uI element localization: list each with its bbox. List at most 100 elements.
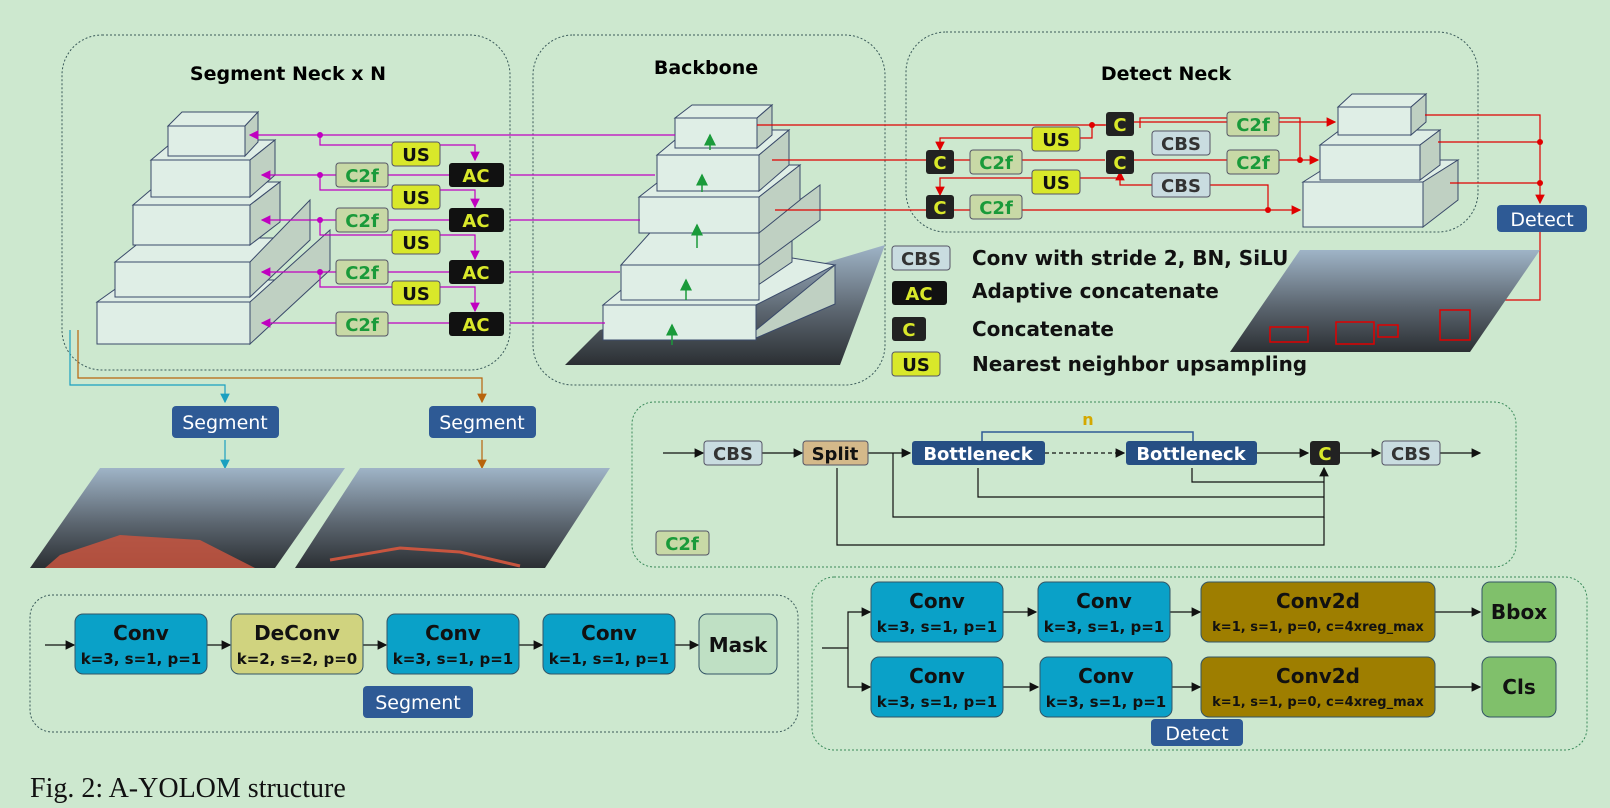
us-block-1	[391, 141, 441, 167]
bottleneck-block-1	[912, 441, 1045, 465]
backbone-pyramid	[601, 103, 837, 341]
detect-c2f-block-4	[1226, 149, 1280, 175]
us-block-2	[391, 184, 441, 210]
c2f-detail-cbs-in	[703, 440, 763, 466]
segment-mask-2	[329, 546, 521, 568]
segment-neck-pyramid	[95, 110, 331, 346]
seg-conv-3-title: Conv	[581, 621, 637, 645]
c-block-3	[926, 150, 954, 174]
bottleneck-label-1: Bottleneck	[923, 444, 1033, 465]
c-label-2: C	[1113, 153, 1126, 174]
segment-tag-2-label: Segment	[439, 412, 525, 434]
ac-label-1: AC	[462, 166, 489, 187]
legend-c-tag: C	[902, 320, 915, 341]
c-label-1: C	[1113, 115, 1126, 136]
det-conv2d-2-title: Conv2d	[1276, 664, 1360, 688]
c2f-block-4	[335, 311, 389, 337]
det-conv-1-title: Conv	[909, 589, 965, 613]
c2f-label-4: C2f	[345, 315, 379, 336]
n-label: n	[1082, 410, 1093, 429]
detect-cbs-label-1: CBS	[1161, 134, 1201, 155]
det-conv-2-title: Conv	[1076, 589, 1132, 613]
c2f-detail-cbs-out-label: CBS	[1391, 444, 1431, 465]
c2f-detail-tag	[655, 530, 710, 556]
detect-c2f-label-2: C2f	[979, 198, 1013, 219]
detect-c2f-label-3: C2f	[1236, 115, 1270, 136]
seg-conv-3	[542, 613, 676, 675]
segment-tag-1-label: Segment	[182, 412, 268, 434]
segment-neck-blocks: US US US US C2f C2f C2f C2f AC AC AC AC	[335, 141, 504, 337]
legend: CBS Conv with stride 2, BN, SiLU AC Adap…	[891, 245, 1307, 377]
seg-conv-3-params: k=1, s=1, p=1	[549, 650, 670, 668]
det-conv2d-1	[1200, 581, 1436, 643]
det-conv-3-title: Conv	[909, 664, 965, 688]
seg-deconv-title: DeConv	[254, 621, 340, 645]
ac-label-3: AC	[462, 263, 489, 284]
segment-image-2	[295, 468, 610, 568]
ac-label-2: AC	[462, 211, 489, 232]
detect-us-block-1	[1031, 126, 1081, 152]
ac-block-1	[449, 163, 504, 187]
us-label-2: US	[402, 188, 430, 209]
det-conv-4-title: Conv	[1078, 664, 1134, 688]
mask-block	[698, 613, 778, 675]
detect-neck-title: Detect Neck	[1101, 63, 1232, 85]
ac-block-4	[449, 312, 504, 336]
det-conv-3-params: k=3, s=1, p=1	[877, 693, 998, 711]
detect-neck-junctions	[1089, 122, 1543, 213]
det-conv-3	[870, 656, 1004, 718]
det-conv-1-params: k=3, s=1, p=1	[877, 618, 998, 636]
detect-tag-label: Detect	[1510, 209, 1573, 231]
detect-bboxes	[1269, 309, 1471, 345]
split-label: Split	[812, 444, 859, 465]
c2f-block-3	[335, 259, 389, 285]
backbone-arrows	[666, 133, 716, 345]
us-label-3: US	[402, 233, 430, 254]
us-block-4	[391, 280, 441, 306]
det-conv2d-1-title: Conv2d	[1276, 589, 1360, 613]
legend-cbs-text: Conv with stride 2, BN, SiLU	[972, 246, 1288, 270]
segment-output-lines	[69, 330, 487, 470]
seg-conv-1-params: k=3, s=1, p=1	[81, 650, 202, 668]
seg-deconv	[230, 613, 364, 675]
legend-ac-tag: AC	[905, 284, 932, 305]
c2f-detail-cbs-in-label: CBS	[713, 444, 753, 465]
detect-c2f-block-1	[969, 149, 1023, 175]
c2f-detail-tag-label: C2f	[665, 534, 699, 555]
legend-cbs-tag: CBS	[901, 249, 941, 270]
det-conv-4	[1039, 656, 1173, 718]
detect-neck-pyramid	[1301, 92, 1460, 229]
segment-tag-2	[429, 406, 536, 438]
seg-conv-1-title: Conv	[113, 621, 169, 645]
seg-conv-2-params: k=3, s=1, p=1	[393, 650, 514, 668]
detect-head-tag-label: Detect	[1165, 723, 1228, 745]
figure-caption: Fig. 2: A-YOLOM structure	[30, 773, 346, 804]
seg-conv-1	[74, 613, 208, 675]
detect-neck-panel	[905, 31, 1479, 233]
c-block-4	[926, 195, 954, 219]
legend-us-tag: US	[902, 355, 930, 376]
c2f-label-1: C2f	[345, 166, 379, 187]
c2f-block-2	[335, 207, 389, 233]
legend-c-swatch	[892, 317, 926, 341]
us-label-1: US	[402, 145, 430, 166]
ac-block-3	[449, 260, 504, 284]
mask-label: Mask	[709, 633, 768, 657]
det-conv-4-params: k=3, s=1, p=1	[1046, 693, 1167, 711]
detect-head: Conv k=3, s=1, p=1 Conv k=3, s=1, p=1 Co…	[822, 581, 1557, 746]
c2f-block-1	[335, 162, 389, 188]
legend-cbs-swatch	[891, 245, 951, 271]
seg-deconv-params: k=2, s=2, p=0	[237, 650, 358, 668]
segment-head-tag	[363, 686, 473, 718]
bottleneck-label-2: Bottleneck	[1136, 444, 1246, 465]
us-label-4: US	[402, 284, 430, 305]
legend-ac-swatch	[892, 281, 947, 305]
det-conv-2-params: k=3, s=1, p=1	[1044, 618, 1165, 636]
c2f-detail-c-block	[1310, 441, 1340, 465]
segment-head: Conv k=3, s=1, p=1 DeConv k=2, s=2, p=0 …	[45, 613, 778, 718]
legend-us-text: Nearest neighbor upsampling	[972, 352, 1307, 376]
detect-cbs-label-2: CBS	[1161, 176, 1201, 197]
ac-label-4: AC	[462, 315, 489, 336]
segment-neck-junctions	[317, 132, 323, 275]
